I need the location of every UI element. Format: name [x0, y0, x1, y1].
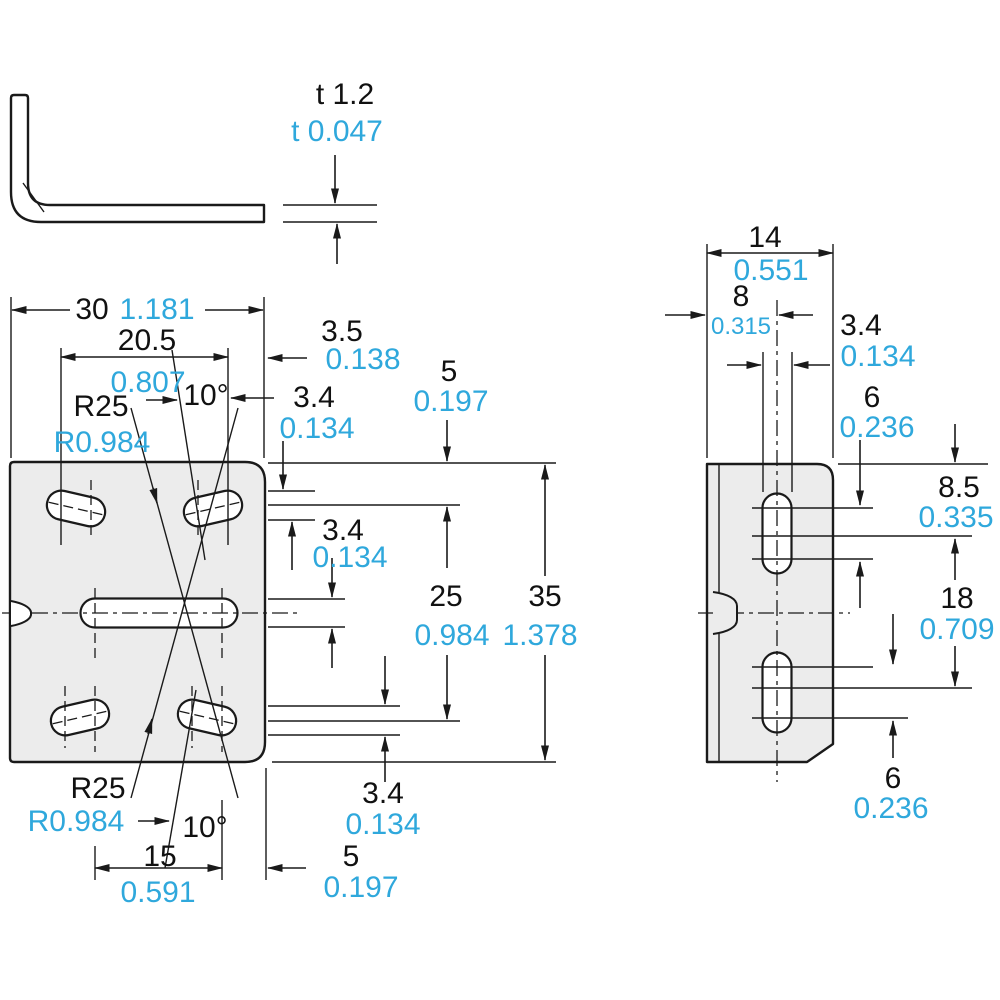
dim-slotspan-top-inch: 0.807 [110, 366, 185, 399]
dim-slotpitch-inch: 0.984 [414, 619, 489, 652]
dim-side-topcenter-inch: 0.335 [918, 501, 993, 534]
dim-side-arcspan-bot-inch: 0.236 [853, 792, 928, 825]
dim-radius-top-mm: R25 [73, 390, 128, 423]
dim-slotspan-top-mm: 20.5 [118, 324, 176, 357]
dim-side-width-inch: 0.551 [733, 254, 808, 287]
dim-radius-bot-inch: R0.984 [28, 805, 125, 838]
dim-radius-top-inch: R0.984 [54, 426, 151, 459]
dim-height-inch: 1.378 [502, 619, 577, 652]
bend-line [22, 182, 45, 213]
side-view: 14 0.551 8 0.315 3.4 0.134 6 0.236 8.5 0… [665, 221, 995, 825]
dim-side-width-mm: 14 [748, 221, 781, 254]
dim-side-topcenter-mm: 8.5 [938, 471, 980, 504]
dim-slotwidth-bot-inch: 0.134 [345, 808, 420, 841]
front-view: 30 1.181 20.5 0.807 3.5 0.138 R25 R0.984… [2, 293, 578, 909]
dim-radius-bot-mm: R25 [70, 772, 125, 805]
dim-slotwidth-mid-mm: 3.4 [322, 514, 364, 547]
slant-bottom [164, 689, 197, 869]
slant-top [171, 349, 206, 561]
dim-slotspan-bot-inch: 0.591 [120, 876, 195, 909]
dim-side-slotwidth-inch: 0.134 [840, 340, 915, 373]
dim-slotwidth-top-inch: 0.134 [279, 412, 354, 445]
dim-slotspan-bot-mm: 15 [143, 840, 176, 873]
dim-slotwidth-bot-mm: 3.4 [362, 777, 404, 810]
dim-thickness-inch: t 0.047 [291, 115, 383, 148]
dim-angle-top: 10° [183, 379, 228, 412]
dim-side-arcspan-top-inch: 0.236 [839, 411, 914, 444]
dim-height-mm: 35 [528, 580, 561, 613]
leader-arrow-bottom [144, 718, 153, 735]
dim-topmargin-mm: 5 [441, 355, 458, 388]
dim-slotwidth-mid-inch: 0.134 [312, 541, 387, 574]
dim-angle-bot: 10° [182, 811, 227, 844]
dim-width-inch: 1.181 [119, 293, 194, 326]
dim-edgeoffset-inch: 0.138 [325, 343, 400, 376]
dim-side-arcspan-top-mm: 6 [864, 381, 881, 414]
dim-side-offset-mm: 8 [733, 280, 750, 313]
dim-slotpitch-mm: 25 [429, 580, 462, 613]
dim-thickness-mm: t 1.2 [316, 78, 374, 111]
dim-side-offset-inch: 0.315 [711, 313, 771, 340]
dim-side-pitch-inch: 0.709 [919, 613, 994, 646]
dim-slotwidth-top-mm: 3.4 [293, 381, 335, 414]
dim-botmargin-mm: 5 [343, 840, 360, 873]
dim-side-arcspan-bot-mm: 6 [885, 762, 902, 795]
dim-side-slotwidth-mm: 3.4 [840, 309, 882, 342]
profile-view: t 1.2 t 0.047 [9, 78, 383, 264]
dim-edgeoffset-mm: 3.5 [321, 315, 363, 348]
side-notch [712, 591, 738, 635]
dim-width-mm: 30 [75, 293, 108, 326]
dim-topmargin-inch: 0.197 [413, 385, 488, 418]
front-notch [10, 600, 32, 627]
dim-botmargin-inch: 0.197 [323, 871, 398, 904]
profile-outline [9, 93, 266, 224]
dim-side-pitch-mm: 18 [940, 582, 973, 615]
leader-arrow-top [149, 487, 158, 504]
